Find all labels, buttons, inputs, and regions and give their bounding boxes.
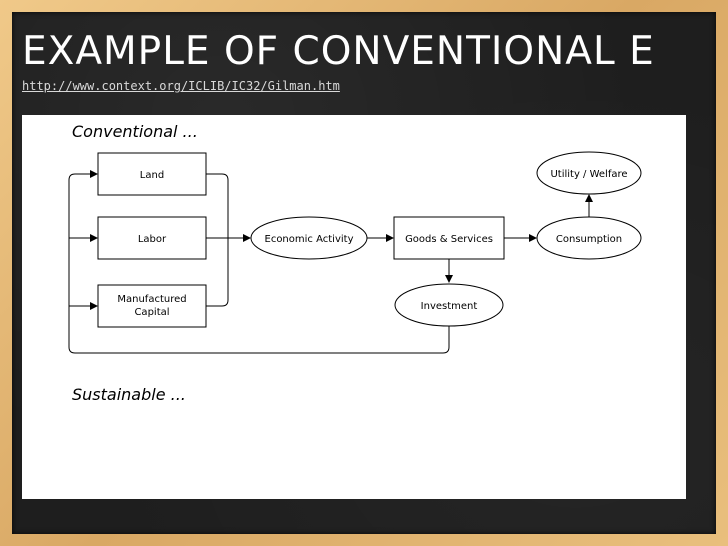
source-link[interactable]: http://www.context.org/ICLIB/IC32/Gilman… xyxy=(22,79,340,93)
investment-node: Investment xyxy=(394,283,504,327)
goods-services-label: Goods & Services xyxy=(405,234,493,245)
conventional-heading: Conventional ... xyxy=(72,122,198,141)
consumption-node: Consumption xyxy=(536,216,642,260)
investment-label: Investment xyxy=(421,301,478,312)
utility-welfare-node: Utility / Welfare xyxy=(536,151,642,195)
goods-services-node: Goods & Services xyxy=(393,216,505,260)
inputs-merge-bracket xyxy=(206,173,229,307)
land-label: Land xyxy=(140,170,164,181)
labor-label: Labor xyxy=(138,234,167,245)
investment-feedback-loop xyxy=(68,170,450,354)
labor-node: Labor xyxy=(97,216,207,260)
diagram-panel: Conventional ... Sustainable ... Land La… xyxy=(22,115,686,499)
chalkboard-background: EXAMPLE OF CONVENTIONAL E http://www.con… xyxy=(12,12,716,534)
economic-activity-label: Economic Activity xyxy=(265,234,354,245)
land-node: Land xyxy=(97,152,207,196)
utility-welfare-label: Utility / Welfare xyxy=(550,169,627,180)
economy-flow-diagram: Conventional ... Sustainable ... Land La… xyxy=(68,122,642,404)
sustainable-heading: Sustainable ... xyxy=(72,385,186,404)
consumption-label: Consumption xyxy=(556,234,622,245)
slide-title: EXAMPLE OF CONVENTIONAL E xyxy=(22,29,655,74)
economic-activity-node: Economic Activity xyxy=(250,216,368,260)
manufactured-capital-node: Manufactured Capital xyxy=(97,284,207,328)
manufactured-capital-label-line1: Manufactured xyxy=(117,294,186,305)
manufactured-capital-label-line2: Capital xyxy=(134,307,169,318)
